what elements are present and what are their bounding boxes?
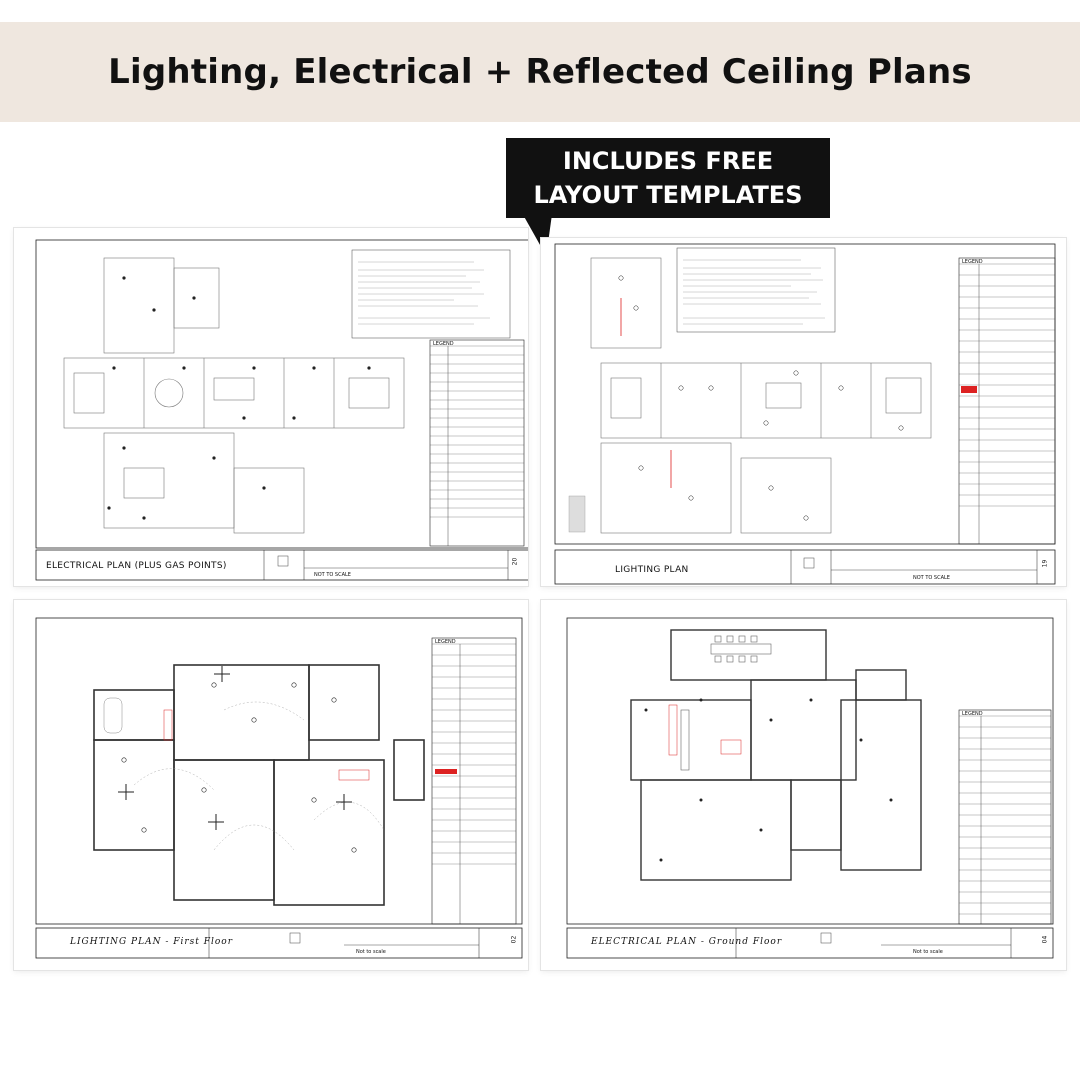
sheet-electrical-plan: ELECTRICAL PLAN (PLUS GAS POINTS) NOT TO… xyxy=(14,228,528,586)
plan-title: LIGHTING PLAN - First Floor xyxy=(70,937,234,947)
badge-line-2: LAYOUT TEMPLATES xyxy=(533,181,803,209)
page-title: Lighting, Electrical + Reflected Ceiling… xyxy=(108,52,972,92)
sheet-electrical-ground-floor: ELECTRICAL PLAN - Ground Floor Not to sc… xyxy=(541,600,1066,970)
legend-title: LEGEND xyxy=(433,341,454,347)
scale-note: Not to scale xyxy=(356,949,386,955)
scale-note: NOT TO SCALE xyxy=(314,572,351,578)
scale-note: Not to scale xyxy=(913,949,943,955)
plan-title: LIGHTING PLAN xyxy=(615,565,689,575)
sheet-number: 19 xyxy=(1041,559,1049,568)
promo-badge: INCLUDES FREE LAYOUT TEMPLATES xyxy=(506,138,830,218)
lighting-plan-drawing xyxy=(554,243,1056,585)
electrical-plan-drawing xyxy=(35,239,528,581)
badge-line-1: INCLUDES FREE xyxy=(562,147,774,175)
sheet-lighting-plan: LIGHTING PLAN NOT TO SCALE LEGEND 19 xyxy=(541,238,1066,586)
scale-note: NOT TO SCALE xyxy=(913,575,950,581)
first-floor-lighting-drawing xyxy=(35,617,523,959)
sheet-lighting-first-floor: LIGHTING PLAN - First Floor Not to scale… xyxy=(14,600,528,970)
legend-title: LEGEND xyxy=(962,711,983,717)
sheet-number: 04 xyxy=(1041,935,1049,944)
plan-title: ELECTRICAL PLAN - Ground Floor xyxy=(591,937,783,947)
legend-title: LEGEND xyxy=(435,639,456,645)
plan-title: ELECTRICAL PLAN (PLUS GAS POINTS) xyxy=(46,561,227,571)
sheet-number: 20 xyxy=(511,557,519,566)
legend-title: LEGEND xyxy=(962,259,983,265)
sheet-number: 02 xyxy=(510,935,518,944)
title-banner xyxy=(0,22,1080,122)
ground-floor-electrical-drawing xyxy=(566,617,1054,959)
